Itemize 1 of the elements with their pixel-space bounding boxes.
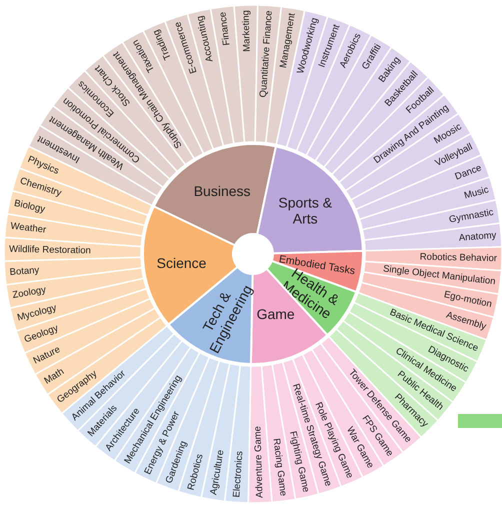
- category-sector: Sports & Arts: [256, 145, 364, 254]
